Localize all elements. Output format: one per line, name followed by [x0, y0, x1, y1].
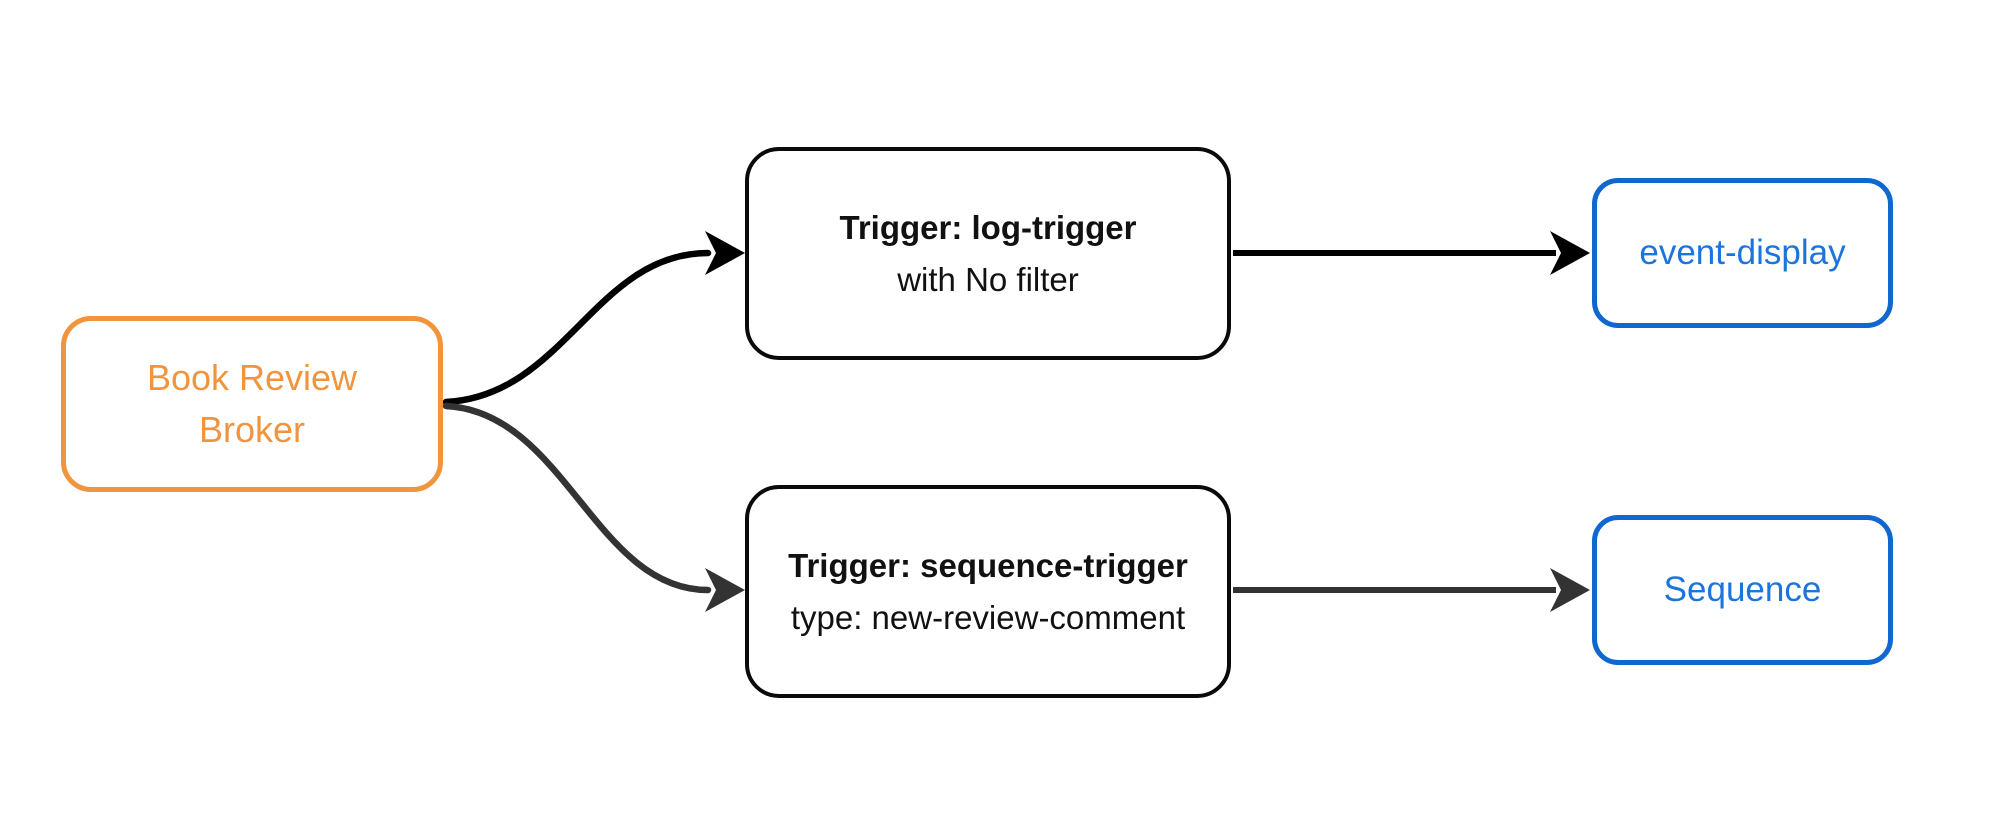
node-label: Sequence	[1663, 570, 1822, 609]
node-label: event-display	[1639, 233, 1846, 272]
node-log-trigger: Trigger: log-trigger with No filter	[745, 147, 1231, 360]
node-title: Trigger: log-trigger	[839, 209, 1137, 247]
node-subtitle: type: new-review-comment	[790, 598, 1186, 636]
edge-broker-to-sequence-trigger	[442, 402, 712, 594]
arrowhead-sequence	[1550, 568, 1590, 612]
node-sequence-trigger: Trigger: sequence-trigger type: new-revi…	[745, 485, 1231, 698]
edge-broker-to-log-trigger	[442, 249, 712, 406]
arrowhead-log-trigger	[705, 231, 745, 275]
node-sequence: Sequence	[1592, 515, 1893, 665]
node-label-line: Broker	[198, 409, 306, 450]
arrowhead-event-display	[1550, 231, 1590, 275]
node-event-display: event-display	[1592, 178, 1893, 328]
node-subtitle: with No filter	[897, 260, 1079, 298]
node-title: Trigger: sequence-trigger	[788, 547, 1188, 585]
arrowhead-sequence-trigger	[705, 568, 745, 612]
node-label-line: Book Review	[146, 356, 358, 398]
node-book-review-broker: Book Review Broker	[61, 316, 443, 492]
